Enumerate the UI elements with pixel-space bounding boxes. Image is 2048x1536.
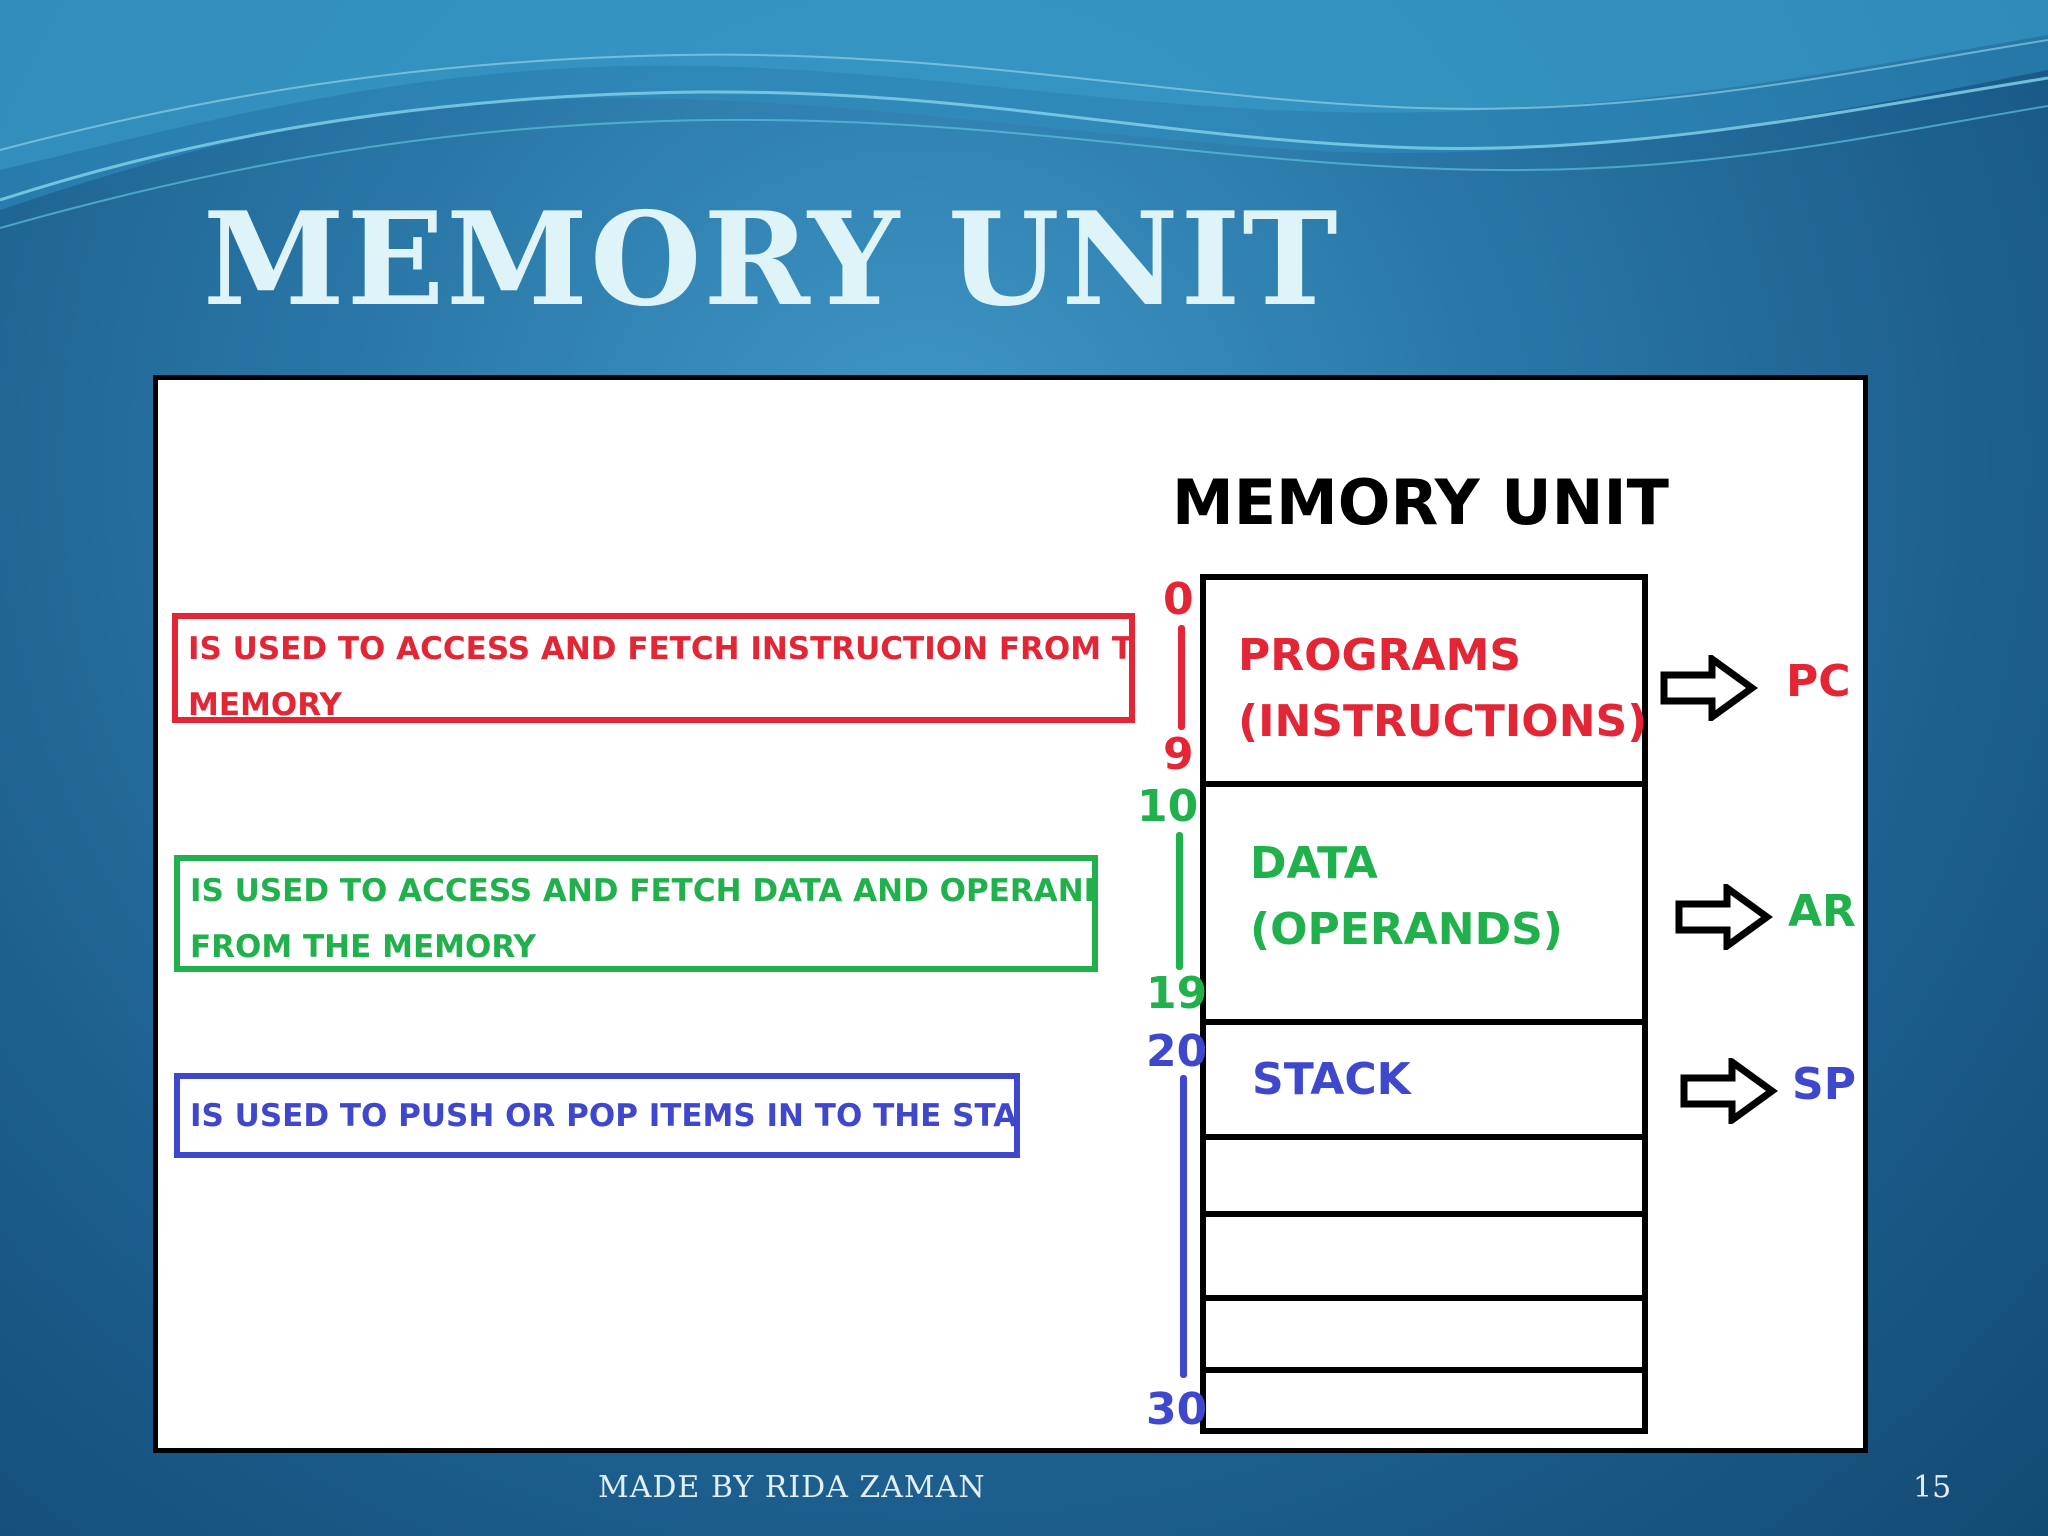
stack-slot [1206,1373,1642,1428]
stack-slot [1206,1217,1642,1301]
data-cell-label: DATA [1250,838,1378,889]
address-label-data-end: 19 [1146,968,1208,1019]
programs-cell: PROGRAMS (INSTRUCTIONS) [1206,580,1647,787]
pc-description-line-1: IS USED TO ACCESS AND FETCH INSTRUCTION … [188,631,1135,667]
ar-description-box: IS USED TO ACCESS AND FETCH DATA AND OPE… [174,855,1098,972]
data-cell-sublabel: (OPERANDS) [1250,904,1563,955]
programs-cell-sublabel: (INSTRUCTIONS) [1238,696,1648,747]
pc-description-box: IS USED TO ACCESS AND FETCH INSTRUCTION … [172,613,1135,723]
slide-title: MEMORY UNIT [203,185,1340,335]
programs-cell-label: PROGRAMS [1238,630,1522,681]
pc-description-line-2: MEMORY [188,687,342,723]
right-outline-arrow-icon [1680,1058,1778,1124]
stack-slot [1206,1140,1642,1217]
address-label-program-end: 9 [1163,729,1194,780]
data-range-bar [1176,832,1183,970]
address-label-data-start: 10 [1137,781,1199,832]
decorative-wave-header [0,0,2048,229]
data-cell: DATA (OPERANDS) [1206,787,1642,1025]
address-label-stack-start: 20 [1146,1026,1208,1077]
memory-table: PROGRAMS (INSTRUCTIONS) DATA (OPERANDS) … [1200,574,1648,1434]
stack-cell: STACK [1206,1025,1642,1140]
stack-slot [1206,1301,1642,1373]
register-label-ar: AR [1788,886,1856,937]
page-number: 15 [1913,1470,1952,1505]
ar-description-line-1: IS USED TO ACCESS AND FETCH DATA AND OPE… [190,873,1098,909]
register-label-sp: SP [1792,1059,1856,1110]
right-outline-arrow-icon [1675,884,1773,950]
ar-description-line-2: FROM THE MEMORY [190,929,536,965]
right-outline-arrow-icon [1660,655,1758,721]
address-label-stack-end: 30 [1146,1384,1208,1435]
program-range-bar [1178,625,1185,730]
sp-description-box: IS USED TO PUSH OR POP ITEMS IN TO THE S… [174,1073,1020,1158]
sp-description-line-1: IS USED TO PUSH OR POP ITEMS IN TO THE S… [190,1098,1020,1134]
register-label-pc: PC [1786,656,1851,707]
footer-credit: MADE BY RIDA ZAMAN [598,1470,986,1505]
diagram-title: MEMORY UNIT [1172,466,1669,539]
stack-cell-label: STACK [1252,1054,1411,1105]
address-label-program-start: 0 [1163,574,1194,625]
stack-range-bar [1180,1075,1187,1378]
